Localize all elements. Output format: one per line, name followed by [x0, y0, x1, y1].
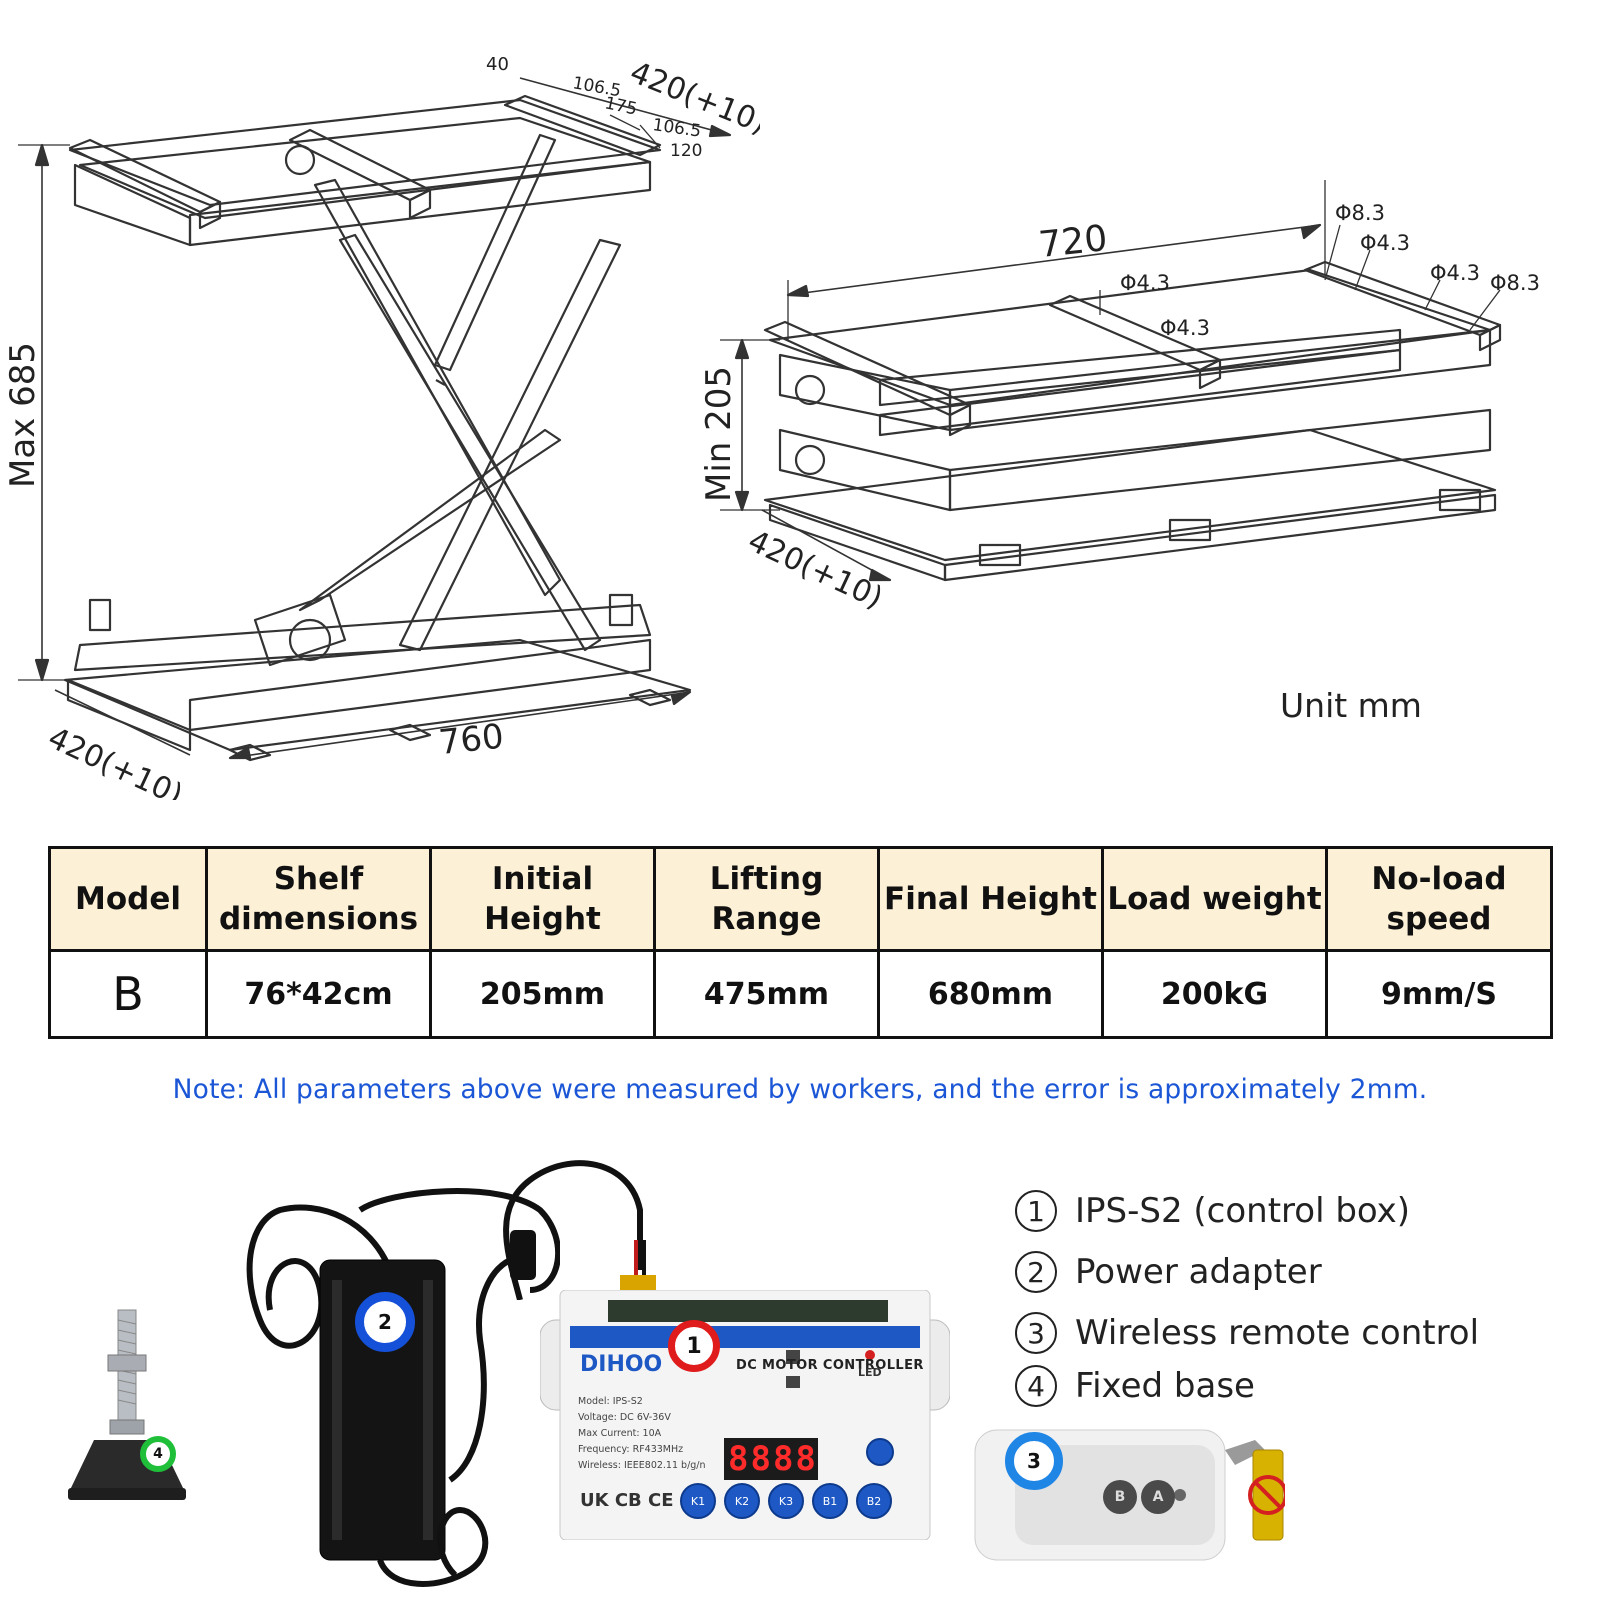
- cell-shelf-dimensions: 76*42cm: [205, 949, 432, 1039]
- lowered-lift-drawing: Min 205 420(+10) 720 Φ8.3 Φ4.3 Φ4.3 Φ8.3…: [699, 180, 1540, 616]
- fixed-base-image: [68, 1309, 186, 1500]
- hole-label-4: Φ8.3: [1490, 271, 1540, 295]
- controller-led-label: LED: [858, 1366, 882, 1379]
- cell-no-load-speed: 9mm/S: [1325, 949, 1553, 1039]
- legend-label: Power adapter: [1075, 1252, 1322, 1292]
- controller-button-k3[interactable]: K3: [768, 1483, 804, 1519]
- legend-label: Wireless remote control: [1075, 1313, 1480, 1353]
- controller-button-k1[interactable]: K1: [680, 1483, 716, 1519]
- controller-title: DC MOTOR CONTROLLER: [736, 1358, 924, 1373]
- cell-final-height: 680mm: [877, 949, 1104, 1039]
- lowered-length-label: 720: [1037, 218, 1110, 266]
- badge-1: 1: [668, 1320, 720, 1372]
- hole-label-5: Φ4.3: [1120, 271, 1170, 295]
- header-no-load-speed: No-load speed: [1325, 846, 1553, 952]
- controller-cable: [503, 1160, 656, 1300]
- header-load-weight: Load weight: [1101, 846, 1328, 952]
- spec-frequency: Frequency: RF433MHz: [578, 1444, 684, 1455]
- raised-depth-label: 420(+10): [43, 721, 188, 800]
- legend-item-remote-control: 3 Wireless remote control: [1015, 1312, 1479, 1354]
- remote-buttons: B A: [1103, 1480, 1175, 1514]
- spec-voltage: Voltage: DC 6V-36V: [578, 1412, 671, 1423]
- spec-wireless: Wireless: IEEE802.11 b/g/n: [578, 1460, 706, 1471]
- hole-label-6: Φ4.3: [1160, 316, 1210, 340]
- controller-buttons: K1 K2 K3 B1 B2: [680, 1483, 892, 1519]
- controller-cert: UK CB CE: [580, 1490, 674, 1511]
- spec-current: Max Current: 10A: [578, 1428, 662, 1439]
- legend-number: 2: [1015, 1251, 1057, 1293]
- remote-button-b[interactable]: B: [1103, 1480, 1137, 1514]
- cell-lifting-range: 475mm: [653, 949, 880, 1039]
- legend-label: Fixed base: [1075, 1366, 1255, 1406]
- top-dim-106-5-b: 106.5: [651, 115, 702, 142]
- top-dim-175: 175: [603, 93, 639, 119]
- hole-label-3: Φ4.3: [1430, 261, 1480, 285]
- spec-table: Model Shelf dimensions Initial Height Li…: [48, 846, 1553, 1039]
- led-display: 8888: [728, 1439, 818, 1479]
- controller-specs: Model: IPS-S2 Voltage: DC 6V-36V Max Cur…: [578, 1394, 706, 1474]
- max-height-label: Max 685: [3, 342, 43, 488]
- hole-label-1: Φ8.3: [1335, 201, 1385, 225]
- legend-number: 1: [1015, 1190, 1057, 1232]
- min-height-label: Min 205: [699, 366, 739, 502]
- controller-box: DIHOO DC MOTOR CONTROLLER Model: IPS-S2 …: [540, 1290, 950, 1540]
- hole-label-2: Φ4.3: [1360, 231, 1410, 255]
- header-initial-height: Initial Height: [429, 846, 656, 952]
- raised-lift-drawing: Max 685 420(+10) 760 40 106.5 175 106.5 …: [3, 54, 760, 800]
- raised-length-label: 760: [437, 716, 506, 763]
- spec-model: Model: IPS-S2: [578, 1396, 643, 1407]
- unit-label: Unit mm: [1280, 686, 1422, 725]
- cell-initial-height: 205mm: [429, 949, 656, 1039]
- badge-2: 2: [355, 1292, 415, 1352]
- header-model: Model: [48, 846, 208, 952]
- badge-3: 3: [1005, 1432, 1063, 1490]
- legend-item-power-adapter: 2 Power adapter: [1015, 1251, 1322, 1293]
- controller-button-b2[interactable]: B2: [856, 1483, 892, 1519]
- legend-label: IPS-S2 (control box): [1075, 1191, 1411, 1231]
- top-dim-40: 40: [486, 54, 509, 75]
- legend-item-control-box: 1 IPS-S2 (control box): [1015, 1190, 1410, 1232]
- table-header-row: Model Shelf dimensions Initial Height Li…: [48, 846, 1553, 952]
- top-dim-120: 120: [670, 141, 702, 161]
- table-row: B 76*42cm 205mm 475mm 680mm 200kG 9mm/S: [48, 949, 1553, 1039]
- legend-number: 4: [1015, 1365, 1057, 1407]
- cell-model: B: [48, 949, 208, 1039]
- header-shelf-dimensions: Shelf dimensions: [205, 846, 432, 952]
- remote-button-a[interactable]: A: [1141, 1480, 1175, 1514]
- cell-load-weight: 200kG: [1101, 949, 1328, 1039]
- badge-4: 4: [140, 1436, 176, 1472]
- power-adapter-image: [246, 1188, 560, 1587]
- controller-brand: DIHOO: [580, 1352, 663, 1377]
- legend-item-fixed-base: 4 Fixed base: [1015, 1365, 1255, 1407]
- header-final-height: Final Height: [877, 846, 1104, 952]
- controller-button-b1[interactable]: B1: [812, 1483, 848, 1519]
- measurement-note: Note: All parameters above were measured…: [172, 1074, 1428, 1105]
- header-lifting-range: Lifting Range: [653, 846, 880, 952]
- controller-button-k2[interactable]: K2: [724, 1483, 760, 1519]
- legend-number: 3: [1015, 1312, 1057, 1354]
